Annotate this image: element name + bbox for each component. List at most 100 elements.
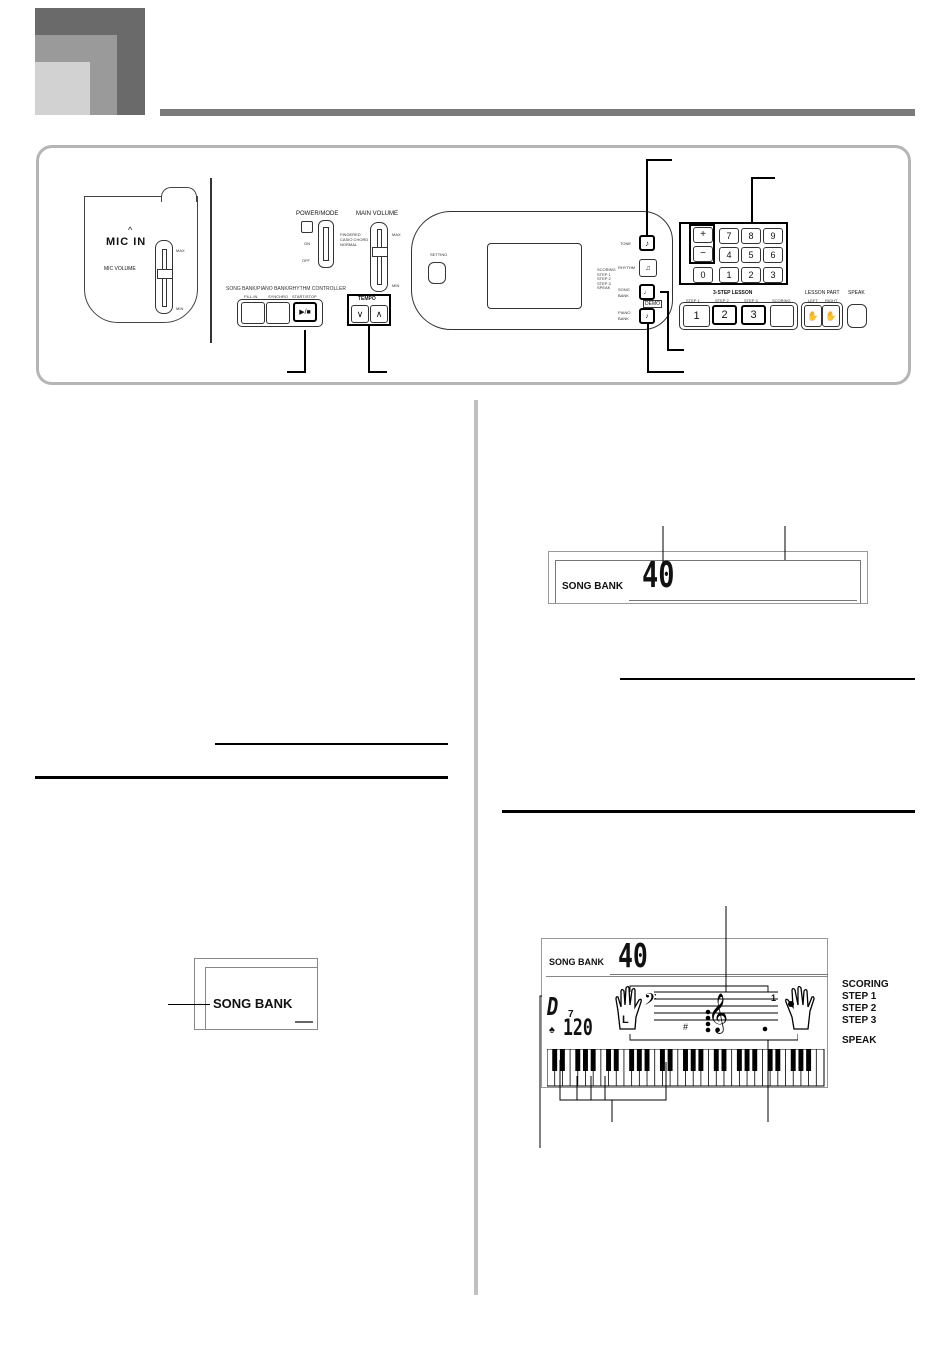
start-stop-label: START/STOP (292, 294, 317, 299)
left-short-rule (215, 743, 448, 745)
plus-button[interactable]: + (693, 227, 713, 243)
rhythm-button[interactable]: ♫ (639, 259, 657, 277)
song-bank-panel-label: SONG BANK (618, 287, 630, 298)
step1-button[interactable]: 1 (683, 305, 710, 327)
song-bank-lcd-small (194, 958, 318, 1030)
start-stop-button[interactable]: ▶/■ (293, 302, 317, 322)
piano-bank-label: PIANO BANK (618, 310, 631, 321)
black-key (683, 1049, 688, 1071)
left-hand-letter: L (622, 1014, 629, 1026)
finger-number: 1 (771, 993, 777, 1003)
status-step1: STEP 1 (842, 991, 877, 1002)
fill-in-button[interactable] (241, 302, 265, 324)
black-key (736, 1049, 742, 1071)
panel-divider (210, 178, 212, 343)
tempo-box (347, 294, 391, 326)
power-button[interactable] (301, 221, 313, 233)
chevron-up-icon: ∧ (375, 308, 383, 319)
plus-minus-box (689, 224, 715, 264)
controller-label: SONG BANK/PIANO BANK/RHYTHM CONTROLLER (226, 286, 347, 292)
mic-volume-slider[interactable] (155, 240, 173, 314)
chevron-down-icon: ∨ (356, 308, 364, 319)
mode-slider[interactable] (318, 220, 334, 268)
left-hand-icon-lcd (614, 985, 644, 1031)
mic-volume-label: MIC VOLUME (104, 266, 136, 272)
numpad-key-3[interactable]: 3 (763, 267, 783, 283)
black-key (613, 1049, 619, 1071)
status-scoring: SCORING (842, 979, 889, 990)
black-key (767, 1049, 773, 1071)
numpad-key-5[interactable]: 5 (741, 247, 761, 263)
numpad-key-1[interactable]: 1 (719, 267, 739, 283)
black-key (590, 1049, 596, 1071)
controller-group (237, 299, 323, 327)
tempo-up-button[interactable]: ∧ (370, 305, 388, 323)
black-key (659, 1049, 665, 1071)
step2-label: STEP 2 (715, 298, 729, 303)
black-key (790, 1049, 796, 1071)
lesson-part-label: LESSON PART (805, 290, 840, 296)
lcd-number-underline (610, 974, 828, 975)
mic-min-label: MIN (176, 306, 184, 311)
black-key (559, 1049, 565, 1071)
play-stop-icon: ▶/■ (299, 309, 311, 316)
song-bank-icon: ♩ (643, 288, 651, 296)
power-mode-list: FINGERED CASIO CHORD NORMAL (340, 232, 369, 247)
black-key (698, 1049, 704, 1071)
speak-button[interactable] (847, 304, 867, 328)
lesson-group (679, 302, 798, 330)
song-bank-lcd-top (548, 551, 868, 604)
numpad-key-6[interactable]: 6 (763, 247, 783, 263)
numpad-key-8[interactable]: 8 (741, 228, 761, 244)
numpad-key-7[interactable]: 7 (719, 228, 739, 244)
setting-label: SETTING (430, 252, 448, 257)
rhythm-icon: ♫ (645, 264, 651, 272)
black-key (667, 1049, 673, 1071)
song-number-top: 40 (642, 555, 675, 596)
numpad-key-2[interactable]: 2 (741, 267, 761, 283)
demo-label: DEMO (643, 300, 662, 308)
song-bank-button[interactable]: ♩ (639, 284, 655, 300)
main-volume-slider[interactable] (370, 222, 388, 292)
tone-icon: ♪ (645, 238, 649, 248)
song-bank-indicator-small: SONG BANK (213, 996, 293, 1011)
numpad-key-4[interactable]: 4 (719, 247, 739, 263)
black-key (690, 1049, 696, 1071)
tempo-down-button[interactable]: ∨ (351, 305, 369, 323)
numpad-box (679, 222, 788, 285)
main-min-label: MIN (392, 283, 400, 288)
status-speak: SPEAK (842, 1035, 877, 1046)
header-block-light (35, 62, 90, 115)
synchro-label: SYNCHRO (268, 294, 289, 299)
numpad-key-9[interactable]: 9 (763, 228, 783, 244)
minus-button[interactable]: − (693, 246, 713, 262)
step2-button[interactable]: 2 (712, 305, 737, 325)
right-hand-icon: ✋ (825, 311, 837, 321)
left-hand-icon: ✋ (807, 311, 819, 321)
bass-clef-icon: 𝄢 (644, 989, 657, 1013)
step3-button[interactable]: 3 (741, 305, 766, 325)
black-key (583, 1049, 588, 1071)
main-volume-label: MAIN VOLUME (356, 211, 399, 217)
black-key (744, 1049, 750, 1071)
setting-button[interactable] (428, 262, 446, 284)
scoring-button[interactable] (770, 305, 794, 327)
black-key (606, 1049, 612, 1071)
header-rule (160, 109, 915, 116)
left-hand-button[interactable]: ✋ (804, 305, 822, 327)
synchro-button[interactable] (266, 302, 290, 324)
panel-callouts (287, 159, 775, 373)
power-mode-label: POWER/MODE (296, 211, 339, 217)
mic-arrow-icon: ^ (128, 225, 133, 235)
mic-max-label: MAX (176, 248, 185, 253)
black-key (629, 1049, 635, 1071)
scoring-label: SCORING (772, 298, 791, 303)
mic-panel (84, 187, 198, 323)
numpad-key-0[interactable]: 0 (693, 267, 713, 283)
step3-label: STEP 3 (744, 298, 758, 303)
right-hand-button[interactable]: ✋ (822, 305, 840, 327)
off-label: OFF (302, 258, 310, 263)
sharp-sign: # (683, 1022, 689, 1032)
panel-lcd-side-list: SCORING STEP 1 STEP 2 STEP 3 SPEAK (597, 267, 616, 290)
status-step3: STEP 3 (842, 1015, 877, 1026)
